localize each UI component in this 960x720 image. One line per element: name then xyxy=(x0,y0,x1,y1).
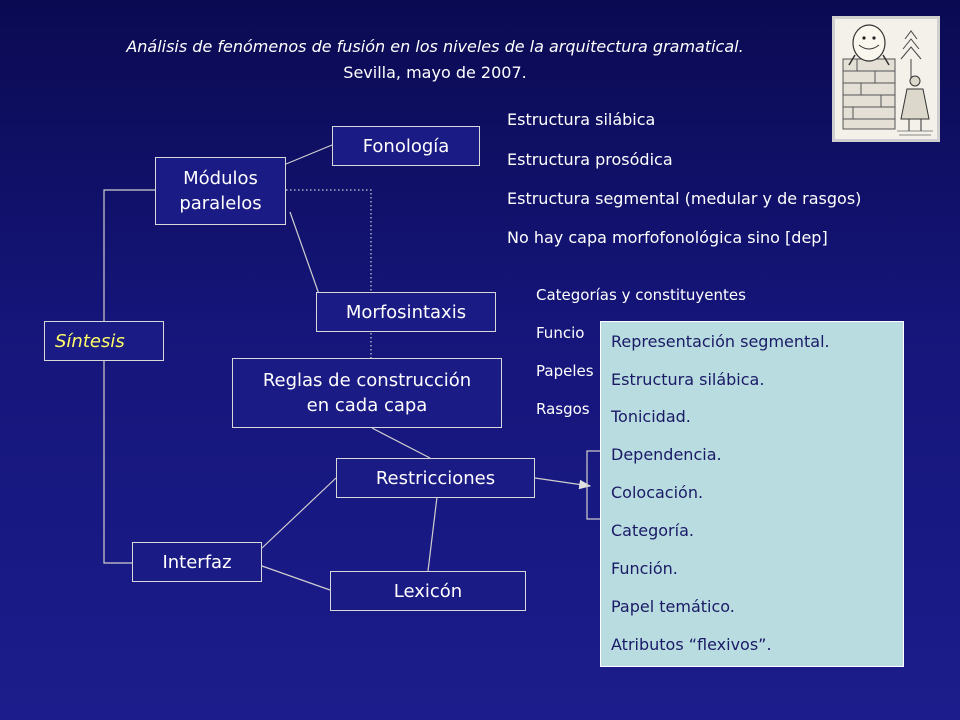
node-reglas: Reglas de construcción en cada capa xyxy=(232,358,502,428)
fonologia-note: No hay capa morfofonológica sino [dep] xyxy=(507,228,828,247)
node-sintesis: Síntesis xyxy=(44,321,164,361)
node-lexicon: Lexicón xyxy=(330,571,526,611)
fonologia-note: Estructura silábica xyxy=(507,110,656,129)
node-modulos-line1: Módulos xyxy=(183,168,258,189)
node-interfaz: Interfaz xyxy=(132,542,262,582)
popup-item: Dependencia. xyxy=(611,445,722,464)
node-restricciones-label: Restricciones xyxy=(375,467,496,489)
arrow-restricciones-popup xyxy=(534,477,592,490)
node-restricciones: Restricciones xyxy=(336,458,535,498)
line-modulos-reglas xyxy=(286,189,372,358)
morfosintaxis-note: Categorías y constituyentes xyxy=(536,286,746,304)
morfosintaxis-note: Papeles xyxy=(536,362,594,380)
node-fonologia: Fonología xyxy=(332,126,480,166)
node-morfosintaxis-label: Morfosintaxis xyxy=(345,301,467,323)
header-title: Análisis de fenómenos de fusión en los n… xyxy=(126,37,744,56)
line-interfaz-restricciones xyxy=(261,477,337,549)
line-restricciones-lexicon xyxy=(427,496,438,572)
popup-item: Tonicidad. xyxy=(611,407,691,426)
node-reglas-line1: Reglas de construcción xyxy=(262,370,472,391)
morfosintaxis-note: Rasgos xyxy=(536,400,590,418)
popup-item: Función. xyxy=(611,559,678,578)
popup-item: Estructura silábica. xyxy=(611,370,765,389)
popup-item: Categoría. xyxy=(611,521,694,540)
header-subtitle: Sevilla, mayo de 2007. xyxy=(343,63,527,82)
fonologia-note: Estructura prosódica xyxy=(507,150,673,169)
humpty-dumpty-picture xyxy=(832,16,940,142)
slide-header: Análisis de fenómenos de fusión en los n… xyxy=(20,34,850,86)
popup-item: Atributos “flexivos”. xyxy=(611,635,772,654)
fonologia-note: Estructura segmental (medular y de rasgo… xyxy=(507,189,862,208)
node-lexicon-label: Lexicón xyxy=(393,580,463,602)
node-reglas-line2: en cada capa xyxy=(306,395,428,416)
node-modulos-line2: paralelos xyxy=(179,193,262,214)
line-reglas-restricciones xyxy=(371,427,431,459)
node-sintesis-label: Síntesis xyxy=(55,330,125,352)
humpty-dumpty-icon xyxy=(835,19,937,139)
node-morfosintaxis: Morfosintaxis xyxy=(316,292,496,332)
node-modulos-paralelos: Módulos paralelos xyxy=(155,157,286,225)
morfosintaxis-note: Funcio xyxy=(536,324,585,342)
line-sintesis-modulos xyxy=(103,189,155,564)
node-fonologia-label: Fonología xyxy=(362,135,450,157)
restricciones-popup-list: Representación segmental. Estructura sil… xyxy=(600,321,904,667)
popup-item: Colocación. xyxy=(611,483,704,502)
line-modulos-morfosintaxis xyxy=(289,211,321,298)
popup-item: Representación segmental. xyxy=(611,332,830,351)
line-interfaz-lexicon xyxy=(261,565,331,591)
line-modulos-fonologia xyxy=(285,144,333,165)
popup-item: Papel temático. xyxy=(611,597,735,616)
node-interfaz-label: Interfaz xyxy=(162,551,232,573)
